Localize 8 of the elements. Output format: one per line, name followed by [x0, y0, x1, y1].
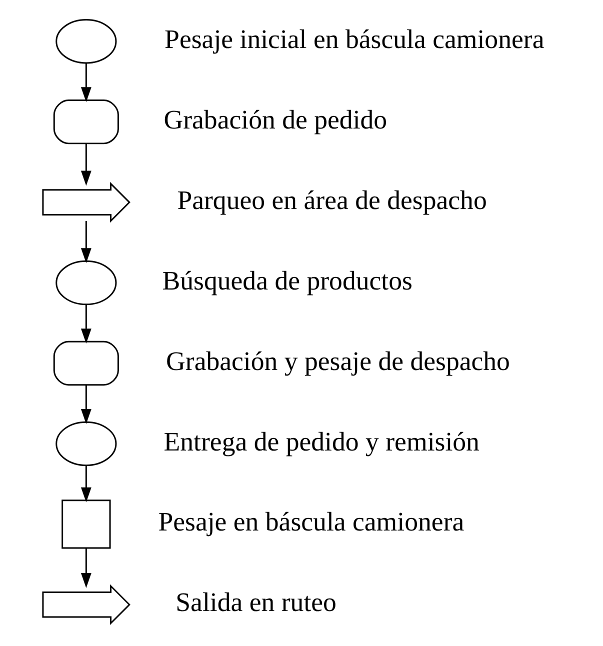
node-label: Pesaje en báscula camionera: [158, 506, 464, 537]
node-label: Pesaje inicial en báscula camionera: [164, 24, 544, 54]
node-label: Grabación y pesaje de despacho: [166, 346, 510, 376]
node-label: Parqueo en área de despacho: [177, 184, 487, 215]
node-label: Grabación de pedido: [164, 104, 388, 134]
node-label: Búsqueda de productos: [162, 265, 412, 296]
node-label: Entrega de pedido y remisión: [164, 426, 480, 456]
node-label: Salida en ruteo: [176, 587, 336, 618]
